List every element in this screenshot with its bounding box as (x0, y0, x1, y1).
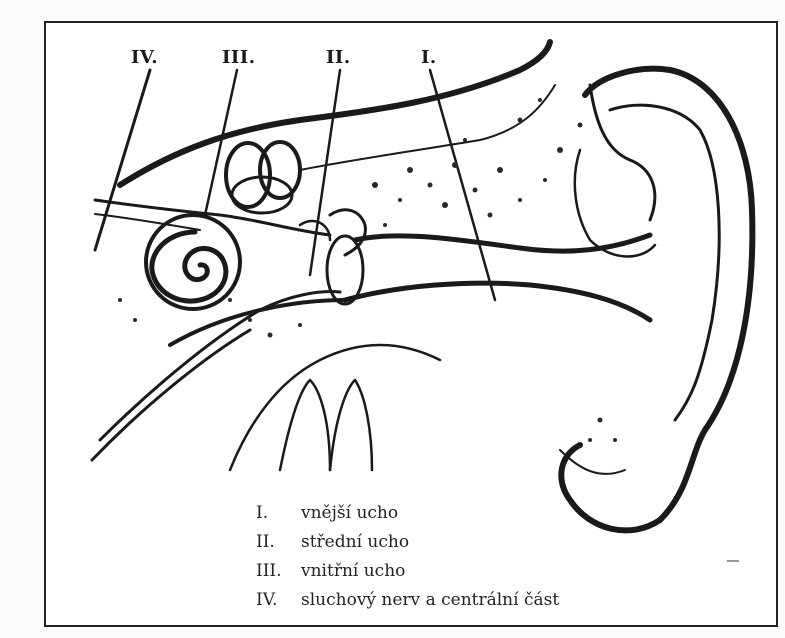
leader-ii (310, 70, 340, 275)
canal-2 (260, 142, 300, 198)
lower-structure (230, 345, 440, 470)
label-iii: III. (222, 47, 256, 68)
legend-row-nerve: IV. sluchový nerv a centrální část (256, 586, 559, 615)
legend: I. vnější ucho II. střední ucho III. vni… (256, 499, 559, 615)
label-iv: IV. (131, 47, 158, 68)
legend-num: I. (256, 499, 301, 528)
legend-row-inner-ear: III. vnitřní ucho (256, 557, 559, 586)
legend-row-middle-ear: II. střední ucho (256, 528, 559, 557)
leader-iv (95, 70, 150, 250)
canal-floor (170, 300, 345, 345)
mastoid-2 (330, 380, 372, 470)
legend-num: III. (256, 557, 301, 586)
legend-num: IV. (256, 586, 301, 615)
cochlea-spiral (152, 232, 226, 301)
leader-i (430, 70, 495, 300)
label-ii: II. (326, 47, 351, 68)
eustachian-tube-2 (92, 330, 250, 460)
legend-text: sluchový nerv a centrální část (301, 586, 559, 615)
page-mark (727, 560, 739, 562)
label-i: I. (421, 47, 437, 68)
mastoid-1 (280, 380, 330, 470)
pinna-inner-fold (610, 105, 719, 420)
legend-text: vnější ucho (301, 499, 398, 528)
ear-canal-lower (345, 283, 650, 320)
legend-text: vnitřní ucho (301, 557, 405, 586)
legend-row-outer-ear: I. vnější ucho (256, 499, 559, 528)
pinna-outline (561, 69, 752, 531)
legend-num: II. (256, 528, 301, 557)
legend-text: střední ucho (301, 528, 409, 557)
ear-canal-upper (355, 235, 650, 251)
